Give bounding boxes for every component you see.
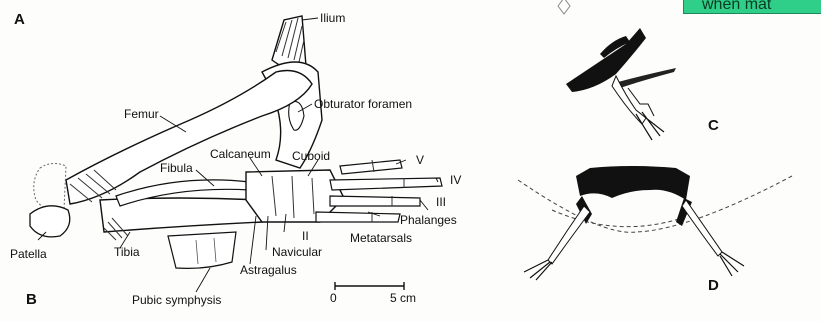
- corner-marker: [558, 0, 570, 14]
- digit-v-bones: [340, 160, 402, 174]
- label-patella: Patella: [10, 248, 47, 260]
- label-astragalus: Astragalus: [240, 264, 297, 276]
- digit-ii-bones: [316, 212, 400, 222]
- label-navicular: Navicular: [272, 246, 322, 258]
- panel-label-c: C: [708, 118, 719, 133]
- label-ilium: Ilium: [320, 12, 345, 24]
- panel-c-drawing: [566, 28, 676, 140]
- scale-bar-start-label: 0: [330, 292, 337, 304]
- top-right-banner: when mat: [683, 0, 821, 14]
- panel-label-b: B: [26, 292, 37, 307]
- panel-label-d: D: [708, 278, 719, 293]
- label-digit-iv: IV: [450, 174, 461, 186]
- scale-bar-end-label: 5 cm: [390, 292, 416, 304]
- label-digit-ii: II: [302, 230, 309, 242]
- panel-label-a: A: [14, 12, 25, 27]
- patella-bone: [30, 206, 70, 237]
- label-pubic-symphysis: Pubic symphysis: [132, 294, 221, 306]
- pubic-symphysis-plate: [168, 232, 236, 268]
- label-femur: Femur: [124, 108, 159, 120]
- label-cuboid: Cuboid: [292, 150, 330, 162]
- panel-d-drawing: [518, 166, 792, 280]
- label-digit-v: V: [416, 154, 424, 166]
- digit-iv-bones: [330, 178, 442, 190]
- label-phalanges: Phalanges: [400, 214, 457, 226]
- ilium-bone: [272, 16, 306, 69]
- label-digit-iii: III: [436, 196, 446, 208]
- label-metatarsals: Metatarsals: [350, 232, 412, 244]
- scale-bar-line: [335, 282, 404, 290]
- label-fibula: Fibula: [160, 162, 193, 174]
- label-tibia: Tibia: [114, 246, 140, 258]
- knee-dotted-outline: [34, 163, 66, 210]
- digit-iii-bones: [330, 196, 420, 206]
- label-calcaneum: Calcaneum: [210, 148, 271, 160]
- label-obturator-foramen: Obturator foramen: [314, 98, 412, 110]
